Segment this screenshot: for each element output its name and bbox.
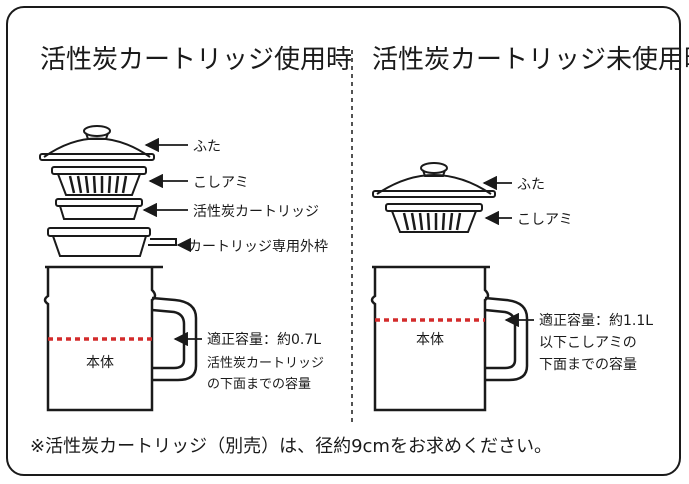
left-body-label: 本体 (86, 355, 114, 371)
left-cartridge (55, 198, 143, 220)
right-capacity-line2: 以下こしアミの (539, 335, 637, 351)
right-body-label: 本体 (416, 332, 444, 348)
left-capacity-line3: の下面までの容量 (207, 376, 311, 392)
left-part-cartridge: 活性炭カートリッジ (193, 204, 319, 220)
left-capacity-line1: 適正容量：約0.7L (207, 331, 321, 348)
right-lid (372, 162, 496, 198)
left-part-strainer: こしアミ (193, 175, 249, 191)
right-strainer (385, 203, 483, 233)
left-title: 活性炭カートリッジ使用時 (40, 45, 352, 75)
right-body (370, 265, 529, 412)
right-title: 活性炭カートリッジ未使用時 (372, 45, 689, 75)
rounded-frame (6, 6, 681, 476)
right-capacity-line3: 下面までの容量 (539, 356, 637, 373)
right-part-strainer: こしアミ (517, 212, 573, 228)
left-outer-frame (47, 227, 177, 257)
right-part-lid: ふた (517, 177, 545, 193)
left-strainer (51, 166, 147, 196)
left-lid (39, 125, 155, 161)
right-capacity-line1: 適正容量：約1.1L (539, 312, 653, 329)
footnote: ※活性炭カートリッジ（別売）は、径約9cmをお求めください。 (30, 436, 552, 457)
left-part-frame: カートリッジ専用外枠 (188, 239, 328, 255)
left-part-lid: ふた (193, 139, 221, 155)
left-capacity-line2: 活性炭カートリッジ (207, 356, 324, 371)
